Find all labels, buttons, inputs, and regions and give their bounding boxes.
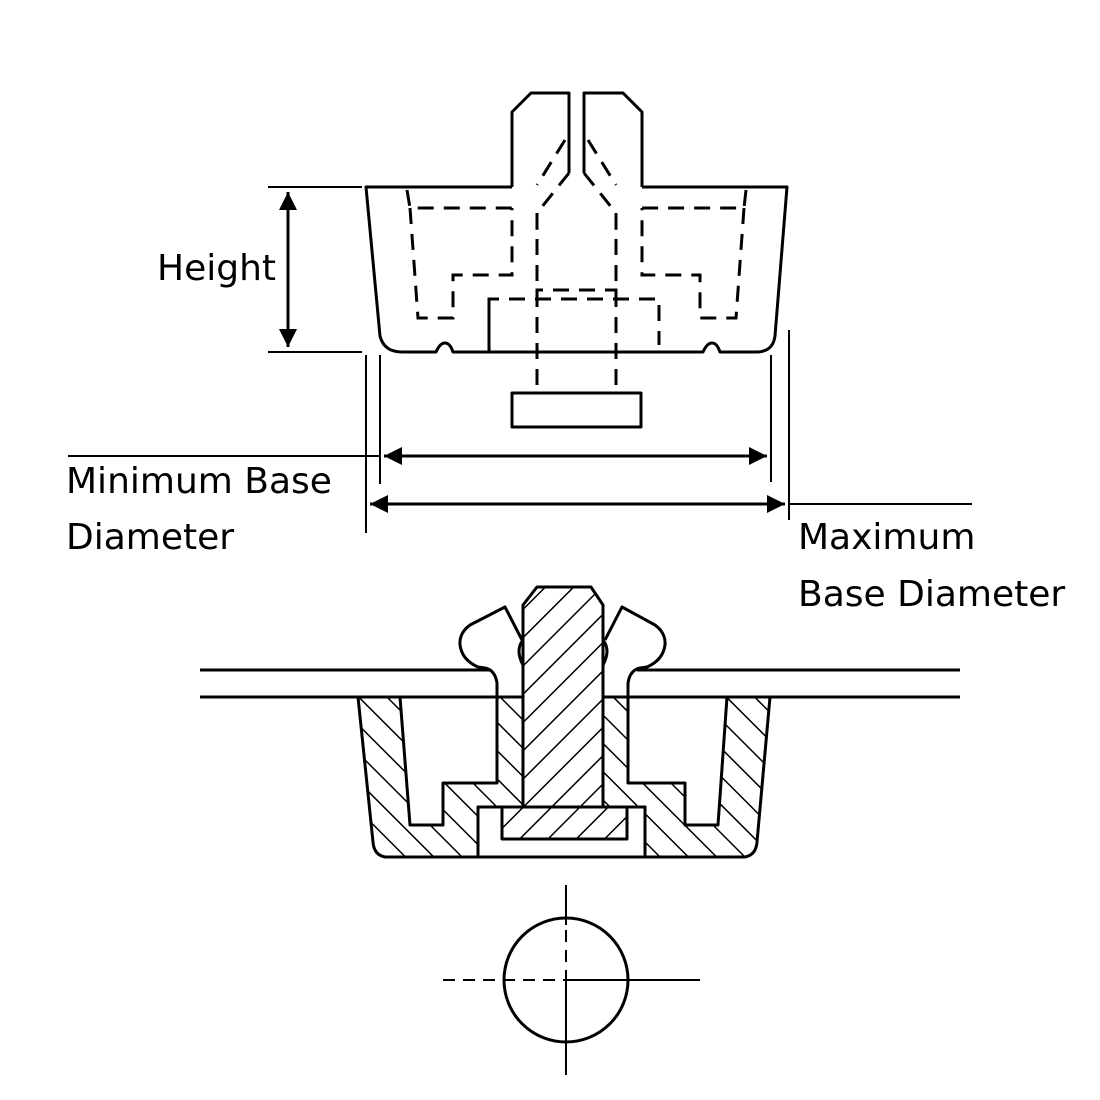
hidden-lines — [405, 139, 748, 393]
min-base-diameter-dimension: Minimum Base Diameter — [66, 355, 772, 558]
height-dimension: Height — [157, 186, 362, 353]
right-prong — [582, 91, 644, 187]
pin-head — [500, 805, 629, 841]
cup-right-section — [601, 695, 772, 859]
plan-symbol — [443, 885, 700, 1075]
pin-shaft — [521, 585, 605, 809]
max-base-diameter-dimension: Maximum Base Diameter — [365, 330, 1065, 615]
cup-left-section — [356, 695, 525, 859]
elevation-view — [364, 91, 789, 429]
max-base-label-1: Maximum — [798, 517, 975, 558]
left-wing — [458, 605, 524, 697]
left-prong — [510, 91, 571, 187]
base-plate — [510, 391, 643, 429]
body-outline — [364, 185, 789, 354]
right-wing — [603, 605, 667, 697]
section-view — [200, 585, 960, 859]
max-base-label-2: Base Diameter — [798, 574, 1065, 615]
height-label: Height — [157, 248, 276, 289]
min-base-label-1: Minimum Base — [66, 461, 332, 502]
min-base-label-2: Diameter — [66, 517, 234, 558]
